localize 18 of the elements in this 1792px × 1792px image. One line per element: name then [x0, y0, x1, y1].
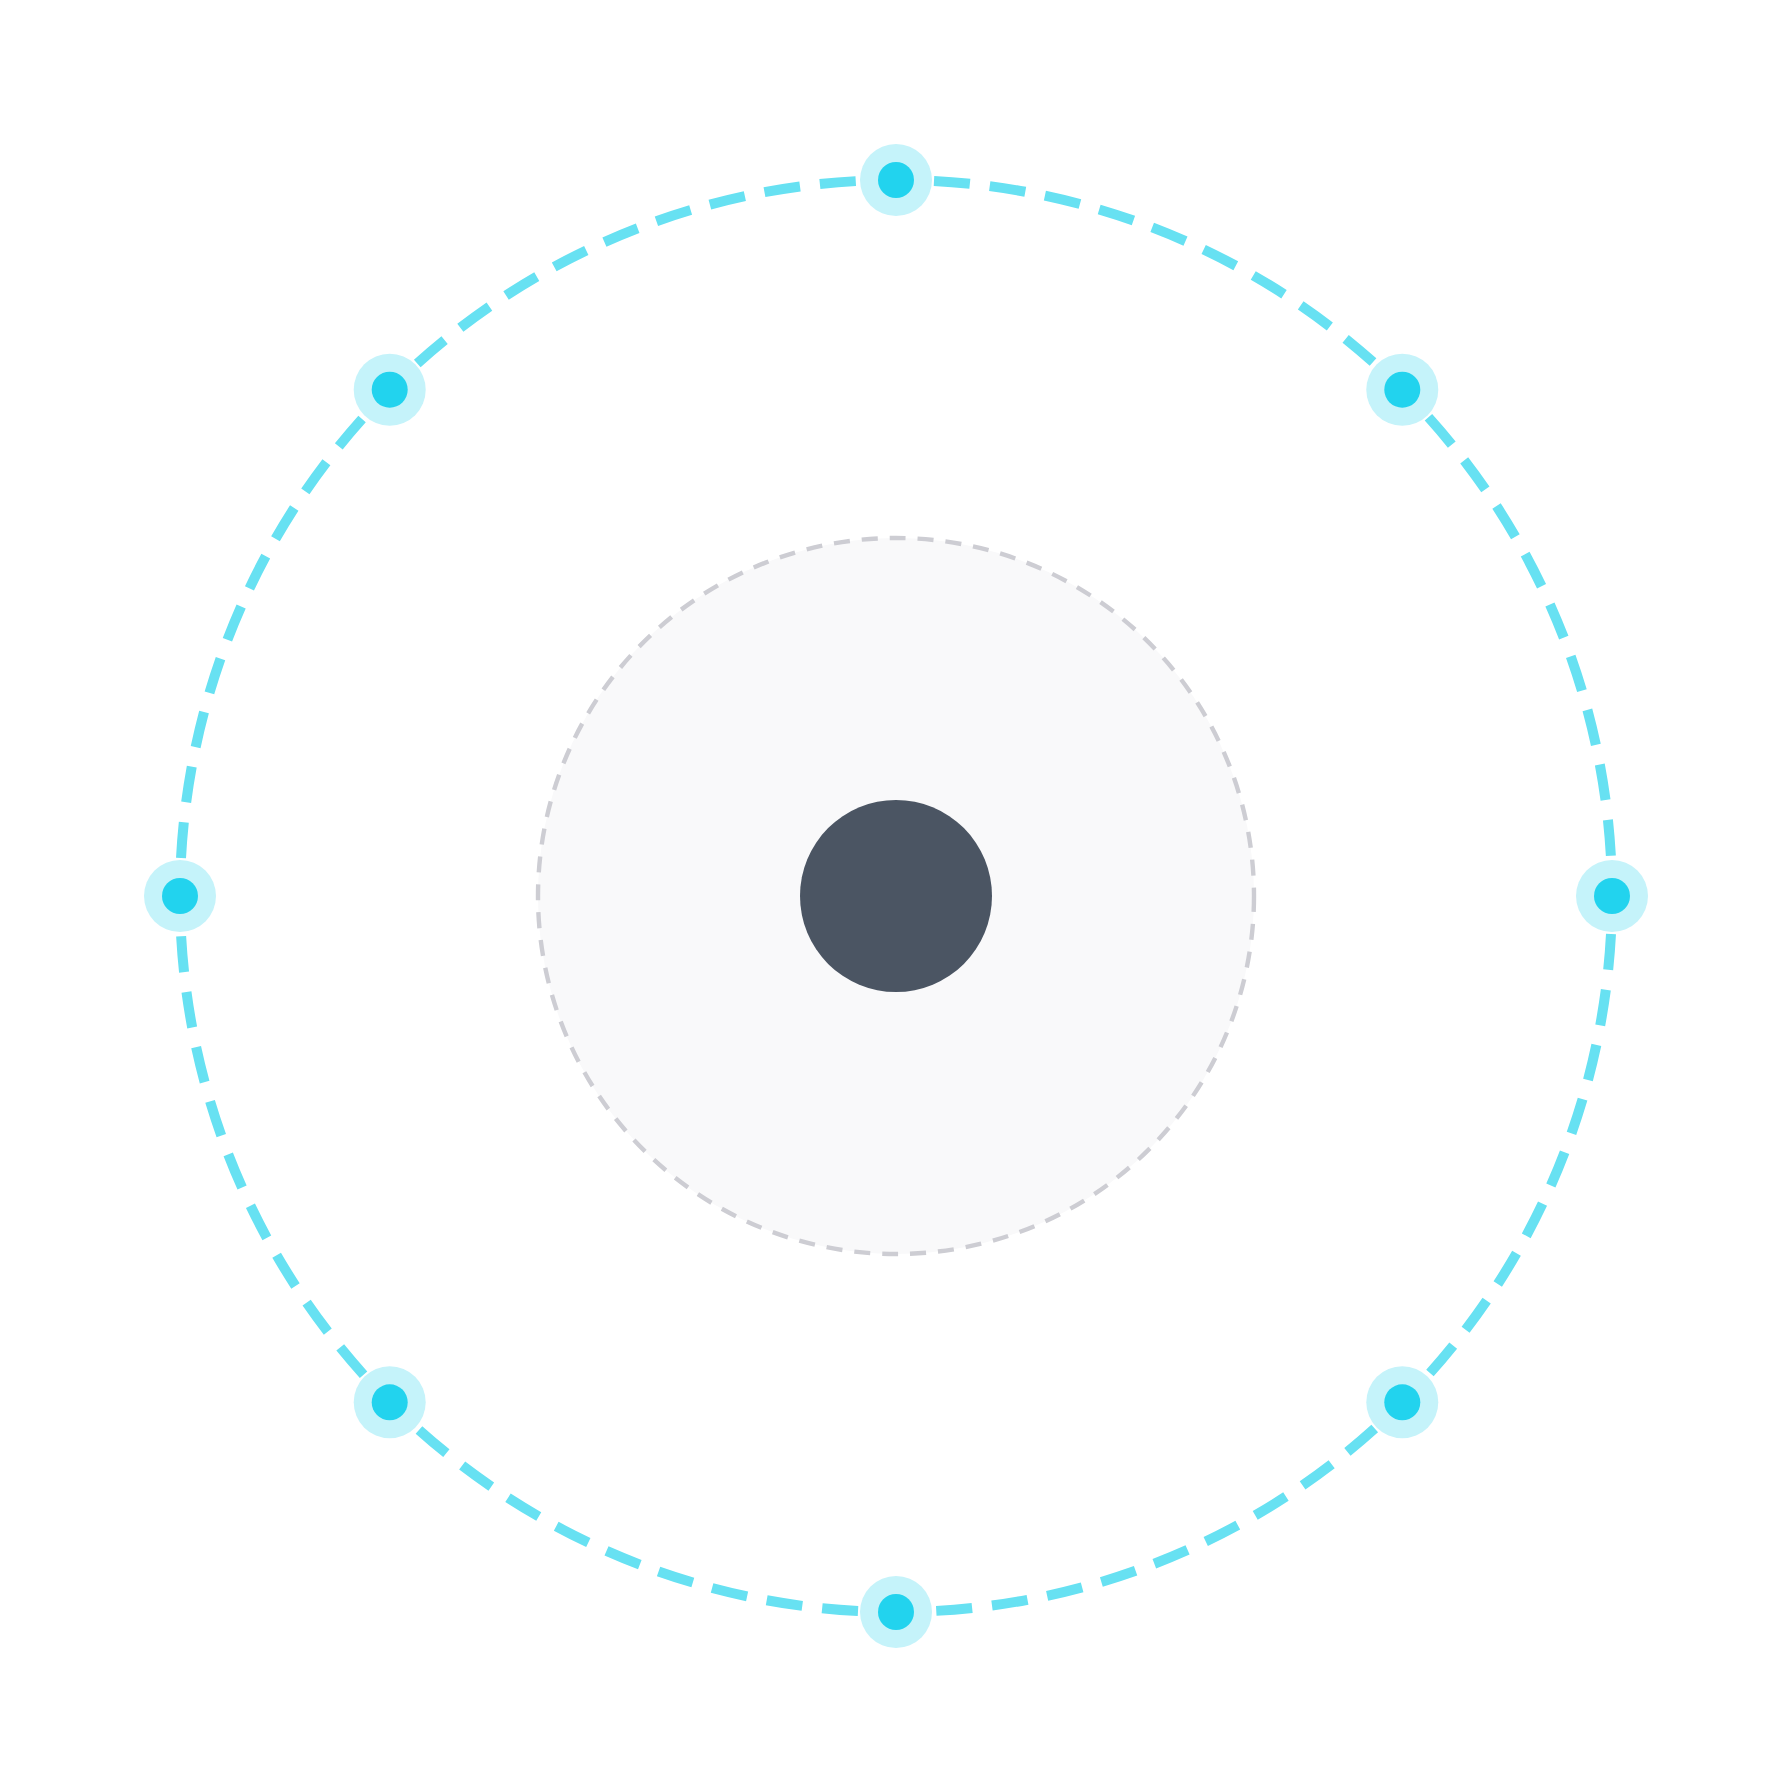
dashed-zone-circle: [535, 535, 1257, 1257]
orbit-arc: [933, 1424, 1378, 1616]
orbit-node: [1576, 860, 1648, 932]
center-circle: [800, 800, 992, 992]
orbit-node: [1366, 353, 1439, 426]
orbit-arc: [414, 1424, 859, 1616]
orbit-node: [1366, 1366, 1439, 1439]
orbit-arc: [176, 414, 368, 859]
orbit-arc: [176, 933, 368, 1378]
orbit-arc: [414, 176, 859, 368]
orbit-node: [353, 1366, 426, 1439]
orbit-node: [860, 1576, 932, 1648]
orbit-node: [860, 144, 932, 216]
orbit-node: [144, 860, 216, 932]
orbit-arc: [1424, 414, 1616, 859]
orbit-arc: [1424, 933, 1616, 1378]
orbit-arc: [933, 176, 1378, 368]
orbit-node: [353, 353, 426, 426]
